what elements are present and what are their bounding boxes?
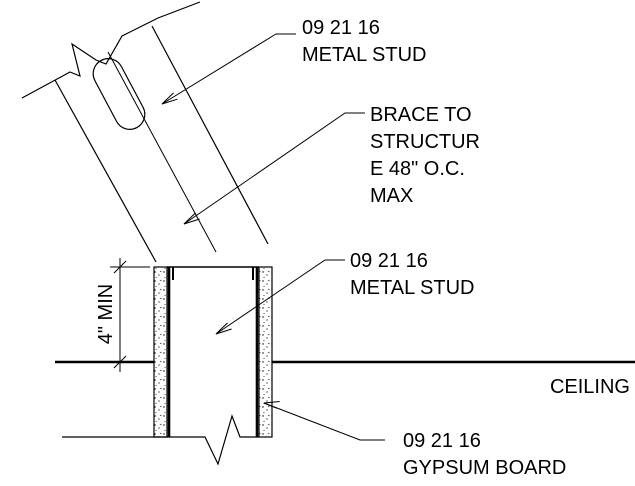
label-brace-line3: E 48" O.C. — [370, 158, 465, 180]
brace-slot — [92, 58, 146, 130]
break-line-top — [21, 1, 201, 99]
arrow-brace — [183, 212, 200, 225]
label-gypsum-line1: 09 21 16 — [403, 430, 481, 452]
arrow-gypsum — [263, 401, 280, 409]
leader-brace — [183, 112, 365, 225]
label-brace-line1: BRACE TO — [370, 104, 472, 126]
leader-stud-top — [161, 33, 296, 105]
dimension-label: 4" MIN — [95, 284, 117, 344]
label-stud-mid-line1: 09 21 16 — [350, 250, 428, 272]
leader-gypsum — [263, 402, 385, 441]
label-stud-top-line1: 09 21 16 — [302, 17, 380, 39]
label-brace-line2: STRUCTUR — [370, 131, 480, 153]
label-brace-line4: MAX — [370, 185, 413, 207]
dim-tick-top — [113, 260, 127, 274]
brace-edge-right — [151, 25, 269, 245]
arrow-stud-mid — [215, 322, 232, 335]
label-gypsum-line2: GYPSUM BOARD — [403, 457, 566, 479]
label-stud-mid-line2: METAL STUD — [350, 277, 474, 299]
dim-tick-bottom — [113, 355, 127, 369]
leader-arrowheads — [161, 92, 280, 409]
brace-edge-left — [54, 79, 157, 263]
arrow-stud-top — [161, 92, 178, 105]
label-stud-top-line2: METAL STUD — [302, 44, 426, 66]
brace-stud — [21, 1, 269, 263]
gypsum-board-right — [258, 266, 273, 438]
gypsum-board-left — [153, 266, 168, 438]
wall-section — [62, 266, 273, 466]
break-line-bottom — [62, 414, 259, 466]
leader-stud-mid — [215, 259, 345, 335]
label-ceiling: CEILING — [550, 376, 630, 398]
leaders — [161, 33, 385, 441]
brace-flange-line — [107, 51, 217, 253]
dimension-4in — [110, 258, 150, 372]
